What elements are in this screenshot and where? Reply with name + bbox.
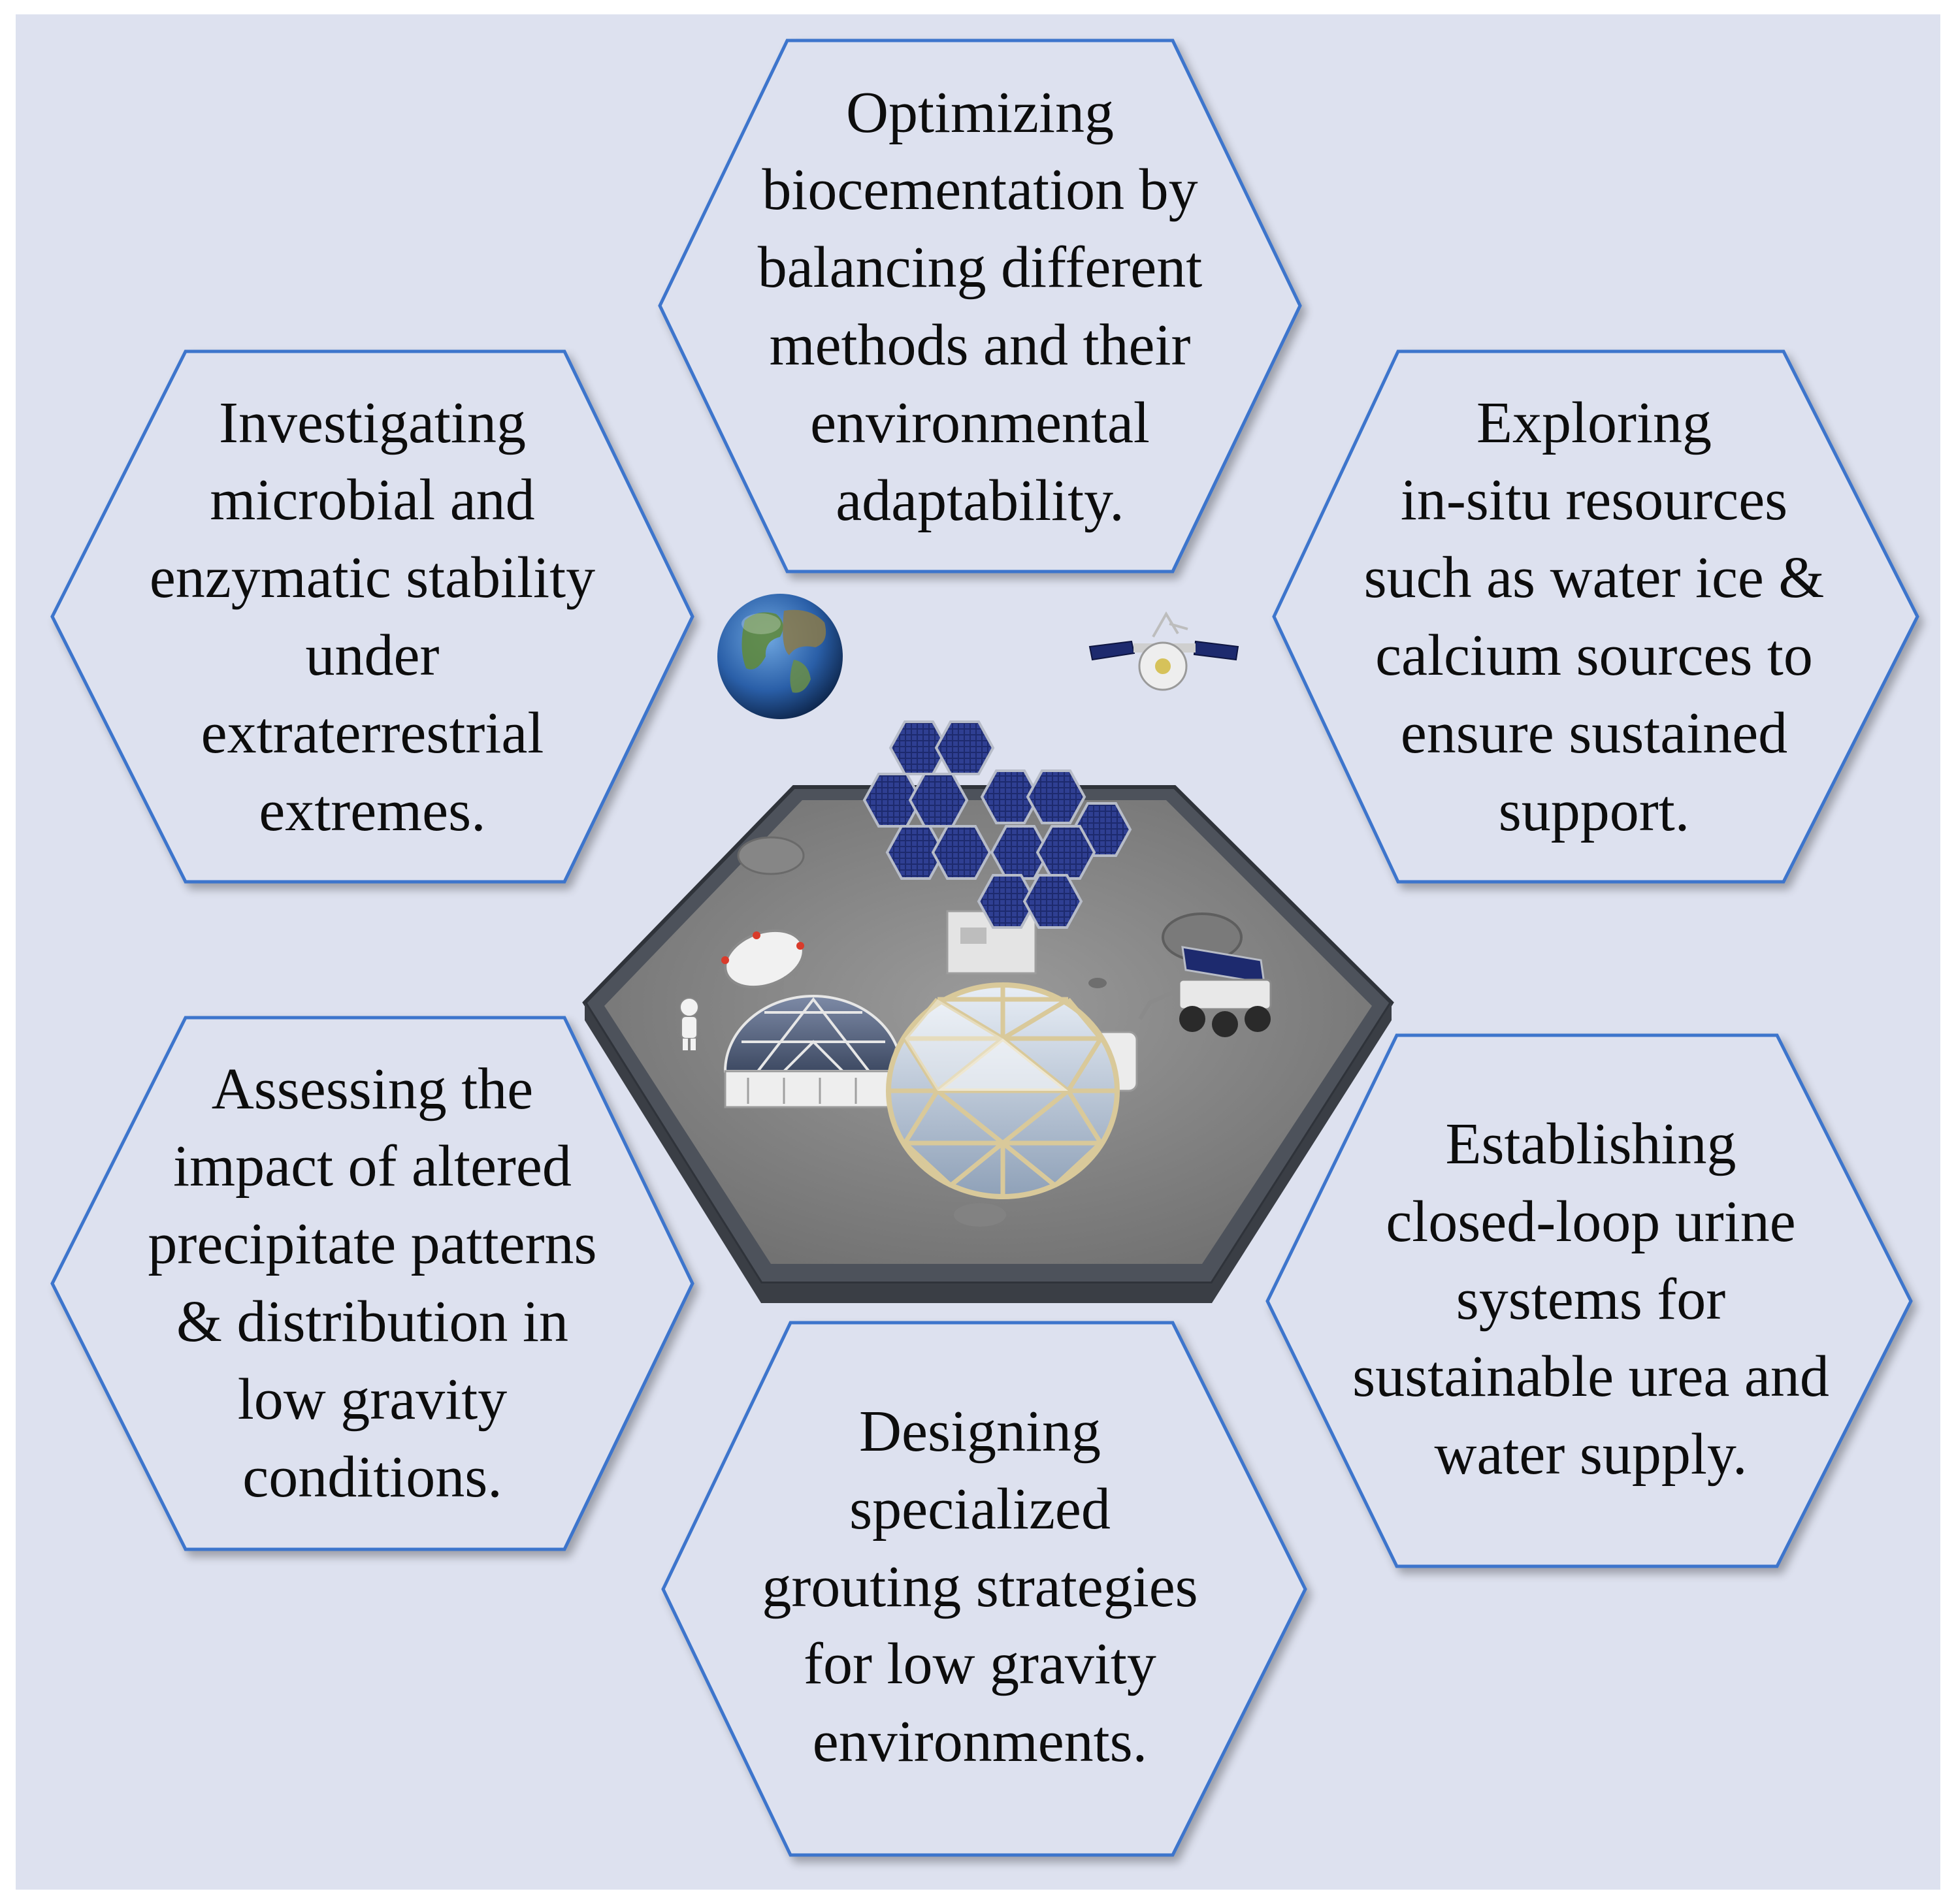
- hex-lower-right-text: Establishing closed-loop urine systems f…: [1352, 1112, 1829, 1487]
- satellite-icon: [1088, 611, 1239, 691]
- hexagon-frames: [50, 39, 1919, 1857]
- solar-array-icon: [862, 720, 1132, 975]
- hex-upper-right: [1272, 349, 1919, 884]
- large-habitat-dome: [886, 982, 1120, 1199]
- hex-bottom: [661, 1321, 1307, 1857]
- astronaut-icon: [679, 997, 699, 1050]
- antenna-dish-icon: [721, 929, 805, 1022]
- rover-icon: [1138, 946, 1272, 1037]
- hex-bottom-text: Designing specialized grouting strategie…: [762, 1399, 1198, 1775]
- hex-lower-left: [50, 1016, 694, 1551]
- habitat-dome-icon: [723, 995, 904, 1108]
- earth-icon: [717, 594, 843, 719]
- hex-lower-right: [1265, 1033, 1913, 1568]
- hex-upper-left: [50, 349, 694, 884]
- lunar-base-illustration: [582, 720, 1394, 1303]
- hex-upper-left-text: Investigating microbial and enzymatic st…: [149, 390, 596, 843]
- hex-upper-right-text: Exploring in-situ resources such as wate…: [1363, 390, 1825, 843]
- hex-top-text: Optimizing biocementation by balancing d…: [757, 80, 1203, 533]
- hex-top: [658, 39, 1302, 573]
- hex-lower-left-text: Assessing the impact of altered precipit…: [148, 1056, 597, 1509]
